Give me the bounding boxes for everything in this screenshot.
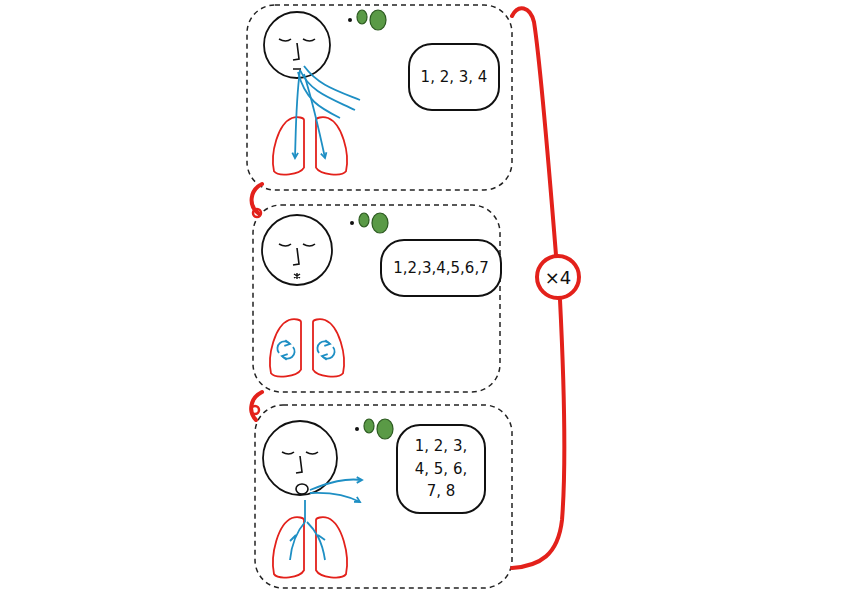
air-arrowhead (321, 152, 327, 158)
air-arrowhead (354, 497, 360, 502)
count-box: 1, 2, 3, 4, 5, 6, 7, 8 (396, 424, 486, 514)
air-arrowhead (357, 477, 362, 483)
lung-outline (273, 117, 304, 174)
thought-dot (348, 18, 352, 22)
open-mouth (296, 484, 308, 494)
lung-outline (273, 517, 304, 577)
air-flow (295, 70, 300, 158)
held-air (277, 340, 334, 359)
closed-eyes (279, 39, 315, 41)
face-figure (262, 213, 388, 285)
air-arrowhead (322, 354, 328, 360)
count-text: 1,2,3,4,5,6,7 (393, 257, 488, 280)
thought-dot (355, 427, 359, 431)
step-link (251, 392, 262, 420)
air-arrowhead (324, 340, 330, 346)
count-box: 1,2,3,4,5,6,7 (380, 239, 501, 297)
thought-bubble (359, 213, 369, 227)
count-box: 1, 2, 3, 4 (408, 43, 501, 111)
bronchus (307, 522, 325, 560)
count-text: 1, 2, 3, 4 (421, 66, 488, 89)
thought-bubble (364, 419, 374, 433)
windpipe (304, 500, 306, 522)
lungs-figure (273, 117, 347, 174)
step-panel (255, 405, 512, 588)
lung-outline (316, 517, 347, 577)
inhale-air (292, 66, 360, 158)
air-flow (310, 493, 360, 502)
lung-outline (316, 117, 347, 174)
air-flow (304, 66, 360, 100)
repeat-loop (251, 8, 564, 568)
air-flow (304, 74, 325, 158)
repeat-count: ×4 (535, 254, 581, 300)
thought-bubble (377, 419, 393, 439)
thought-bubble (372, 213, 388, 233)
count-text: 1, 2, 3, 4, 5, 6, 7, 8 (409, 435, 473, 503)
exhale-air (290, 477, 362, 560)
closed-eyes (279, 244, 315, 246)
step-panel (247, 5, 512, 190)
nose (293, 43, 299, 60)
loop-line (512, 300, 564, 568)
head-outline (264, 12, 330, 78)
closed-eyes (282, 452, 318, 454)
air-flow (298, 72, 340, 118)
thought-bubble (357, 10, 367, 24)
step-link (253, 209, 261, 217)
lungs-figure (270, 319, 344, 376)
thought-bubble (370, 10, 386, 30)
air-arrowhead (292, 153, 298, 158)
loop-line (512, 8, 556, 255)
face-figure (263, 419, 393, 495)
head-outline (262, 215, 332, 285)
bronchus (290, 522, 305, 560)
step-link (251, 406, 259, 414)
lung-outline (270, 319, 301, 376)
air-flow (310, 479, 362, 490)
nose (293, 248, 299, 265)
mouth (293, 68, 301, 70)
nose (296, 456, 302, 473)
step-panel (253, 205, 500, 392)
lungs-figure (273, 517, 347, 577)
closed-mouth (294, 273, 300, 279)
face-figure (264, 10, 386, 78)
count-text: ×4 (545, 264, 572, 291)
lung-outline (313, 319, 344, 376)
air-arrowhead (284, 340, 290, 346)
thought-dot (350, 221, 354, 225)
air-arrowhead (282, 354, 288, 360)
